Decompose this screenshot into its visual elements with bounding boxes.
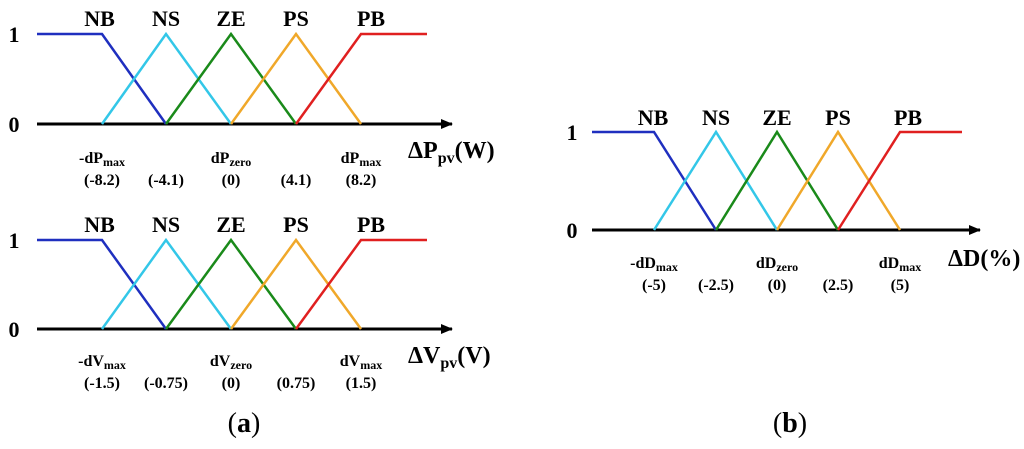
y-tick-label-1: 1 — [9, 228, 20, 253]
y-tick-label-1: 1 — [567, 120, 578, 145]
set-label-ns: NS — [702, 105, 730, 130]
y-tick-label-0: 0 — [9, 112, 20, 137]
membership-ns-line — [652, 129, 779, 231]
set-label-ps: PS — [283, 6, 309, 31]
tick-value-label: (-2.5) — [698, 277, 734, 294]
tick-value-label: (0) — [222, 172, 241, 189]
tick-name-label: dDzero — [756, 255, 798, 274]
tick-value-label: (2.5) — [823, 277, 854, 294]
tick-value-label: (-0.75) — [144, 375, 188, 392]
set-label-ns: NS — [152, 6, 180, 31]
tick-name-label: -dPmax — [79, 150, 125, 169]
membership-ns-line — [100, 31, 233, 125]
membership-pb-line — [294, 238, 427, 330]
set-label-ns: NS — [152, 212, 180, 237]
tick-value-label: (8.2) — [346, 172, 377, 189]
set-label-nb: NB — [84, 212, 115, 237]
tick-value-label: (0) — [768, 277, 787, 294]
y-tick-label-0: 0 — [9, 317, 20, 342]
set-label-pb: PB — [357, 6, 385, 31]
set-label-nb: NB — [84, 6, 115, 31]
set-label-ze: ZE — [216, 6, 245, 31]
set-label-pb: PB — [894, 105, 922, 130]
membership-pb-line — [294, 32, 427, 125]
tick-name-label: dPzero — [211, 150, 251, 169]
membership-nb-line — [37, 32, 168, 125]
tick-name-label: dPmax — [341, 150, 382, 169]
set-label-ze: ZE — [216, 212, 245, 237]
tick-value-label: (0) — [222, 375, 241, 392]
tick-name-label: dDmax — [879, 255, 921, 274]
set-label-ps: PS — [825, 105, 851, 130]
tick-value-label: (-8.2) — [84, 172, 120, 189]
membership-ps-line — [775, 129, 902, 231]
y-tick-label-1: 1 — [9, 22, 20, 47]
chart-b: NB NS ZE PS PB 1 0 -dDmax (-5) (-2.5) dDzero (0) (2.… — [567, 105, 1021, 294]
membership-pb-line — [836, 130, 962, 231]
membership-ze-line — [164, 31, 298, 125]
tick-name-label: dVzero — [210, 353, 252, 372]
membership-ns-line — [100, 237, 233, 330]
membership-ps-line — [229, 31, 363, 125]
tick-name-label: dVmax — [340, 353, 382, 372]
membership-ps-line — [229, 237, 363, 330]
tick-value-label: (-5) — [642, 277, 666, 294]
panel-label-b: (b) — [773, 408, 807, 439]
membership-ze-line — [714, 129, 840, 231]
x-axis-title: ΔD(%) — [948, 246, 1020, 272]
tick-value-label: (0.75) — [277, 375, 316, 392]
tick-name-label: -dVmax — [78, 353, 126, 372]
tick-value-label: (-4.1) — [148, 172, 184, 189]
tick-value-label: (4.1) — [281, 172, 312, 189]
set-label-ze: ZE — [762, 105, 791, 130]
tick-value-label: (1.5) — [346, 375, 377, 392]
tick-value-label: (5) — [891, 277, 910, 294]
x-axis-title: ΔVpv(V) — [408, 343, 491, 372]
membership-nb-line — [592, 130, 718, 231]
set-label-ps: PS — [283, 212, 309, 237]
chart-a-top: NB NS ZE PS PB 1 0 -dPmax (-8.2) (-4.1) dPzero (0) (… — [9, 6, 495, 189]
membership-nb-line — [37, 238, 168, 330]
set-label-pb: PB — [357, 212, 385, 237]
y-tick-label-0: 0 — [567, 218, 578, 243]
x-axis-title: ΔPpv(W) — [408, 138, 495, 167]
panel-label-a: (a) — [228, 408, 261, 439]
tick-name-label: -dDmax — [630, 255, 678, 274]
membership-ze-line — [164, 237, 298, 330]
set-label-nb: NB — [638, 105, 669, 130]
tick-value-label: (-1.5) — [84, 375, 120, 392]
chart-a-bottom: NB NS ZE PS PB 1 0 -dVmax (-1.5) (-0.75) dVzero (0)… — [9, 212, 491, 392]
